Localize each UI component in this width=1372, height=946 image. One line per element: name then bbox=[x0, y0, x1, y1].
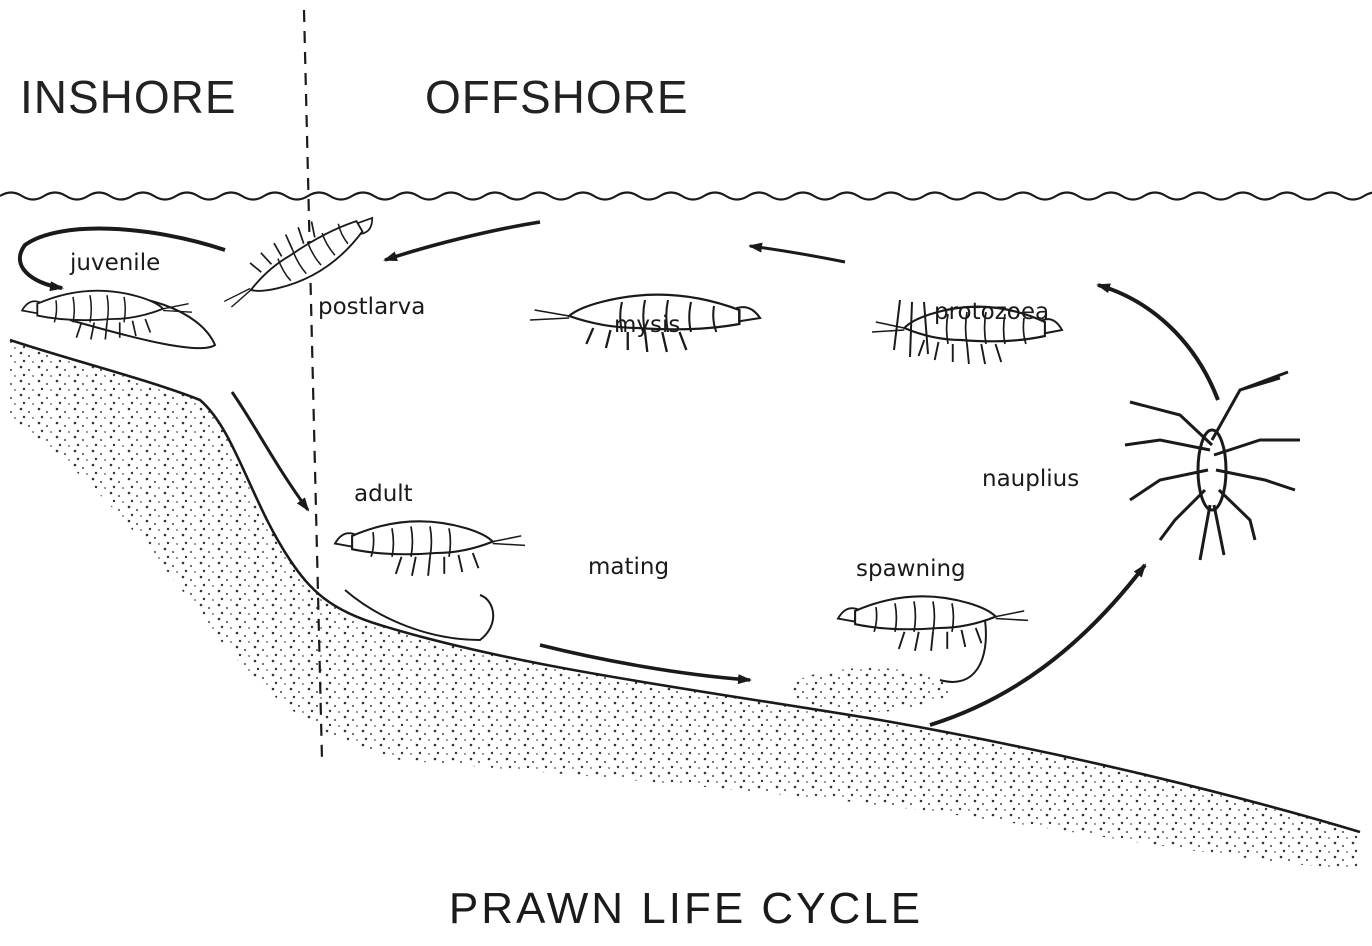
inshore-label: INSHORE bbox=[20, 70, 237, 124]
arrow-spawning-to-nauplius bbox=[930, 565, 1145, 725]
spawning-prawn-illustration bbox=[790, 596, 1028, 712]
nauplius-label: nauplius bbox=[982, 466, 1079, 492]
juvenile-label: juvenile bbox=[70, 250, 160, 276]
water-surface bbox=[0, 193, 1372, 200]
offshore-label: OFFSHORE bbox=[425, 70, 689, 124]
postlarva-label: postlarva bbox=[318, 294, 425, 320]
nauplius-illustration bbox=[1125, 372, 1300, 560]
juvenile-prawn-illustration bbox=[22, 291, 215, 349]
adult-label: adult bbox=[354, 481, 413, 507]
arrow-nauplius-to-protozoea bbox=[1098, 285, 1218, 400]
mating-label: mating bbox=[588, 554, 669, 580]
spawning-label: spawning bbox=[856, 556, 966, 582]
seabed bbox=[10, 340, 1360, 870]
mysis-label: mysis bbox=[614, 312, 680, 338]
arrow-protozoea-to-mysis bbox=[750, 246, 845, 262]
protozoea-label: protozoea bbox=[934, 299, 1049, 325]
diagram-title: PRAWN LIFE CYCLE bbox=[0, 884, 1372, 934]
arrow-mysis-to-postlarva bbox=[385, 222, 540, 260]
